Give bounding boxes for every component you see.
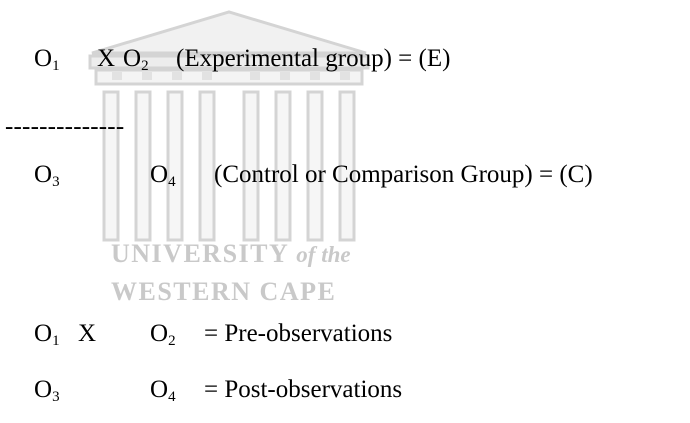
group-separator: -------------- bbox=[5, 113, 125, 140]
symbol-o1: O1 bbox=[34, 320, 60, 349]
watermark-line-2: WESTERN CAPE bbox=[111, 277, 337, 306]
symbol-o3: O3 bbox=[34, 376, 60, 405]
post-observations-label: = Post-observations bbox=[204, 376, 403, 403]
symbol-o2: O2 bbox=[150, 320, 176, 349]
symbol-x: X bbox=[78, 320, 97, 347]
watermark-line-1: UNIVERSITY of the bbox=[111, 239, 351, 268]
symbol-o4: O4 bbox=[150, 161, 176, 190]
experimental-group-label: (Experimental group) = (E) bbox=[176, 45, 451, 72]
pre-observations-label: = Pre-observations bbox=[204, 320, 393, 347]
symbol-o4: O4 bbox=[150, 376, 176, 405]
symbol-o2: O2 bbox=[123, 45, 149, 74]
symbol-o3: O3 bbox=[34, 161, 60, 190]
symbol-o1: O1 bbox=[34, 45, 60, 74]
symbol-x: X bbox=[97, 45, 116, 72]
control-group-label: (Control or Comparison Group) = (C) bbox=[214, 161, 593, 188]
